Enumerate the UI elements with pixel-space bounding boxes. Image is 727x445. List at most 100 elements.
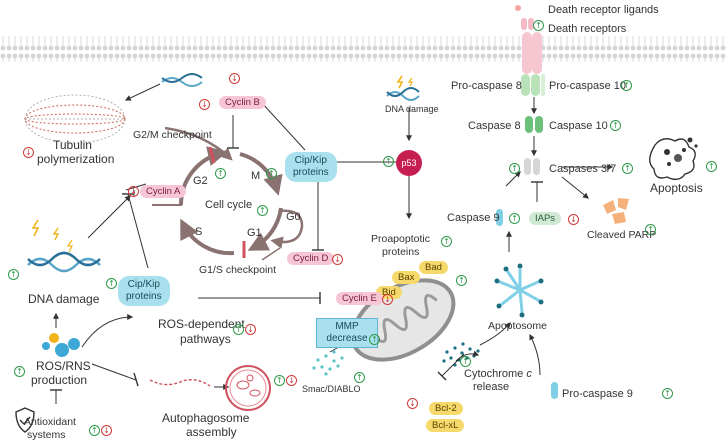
- pro-caspase-9-up-indicator: ↑: [662, 388, 673, 399]
- caspase-10-label: Caspase 10: [549, 120, 608, 132]
- death-receptors-up-indicator: ↑: [533, 20, 544, 31]
- cleaved-parp-up-indicator: ↑: [645, 224, 656, 235]
- ros-pathways-down-indicator: ↓: [245, 324, 256, 335]
- cytochrome-c-label-2: release: [473, 381, 510, 393]
- smac-diablo-dots: [312, 350, 344, 376]
- apoptosis-up-indicator: ↑: [706, 161, 717, 172]
- cell-cycle-label: Cell cycle: [205, 199, 253, 211]
- cleaved-parp-shape: [603, 198, 629, 224]
- ros-up-indicator: ↑: [14, 366, 25, 377]
- iaps-down-indicator: ↓: [568, 214, 579, 225]
- bad-up-indicator: ↑: [456, 275, 467, 286]
- dna-icon-left: [27, 251, 101, 273]
- p53-node: p53: [396, 150, 422, 176]
- bax-pill: Bax: [392, 271, 421, 284]
- pathways-label: pathways: [180, 332, 231, 346]
- smac-up-indicator: ↑: [354, 372, 365, 383]
- autophagosome-label-2: assembly: [186, 425, 237, 439]
- pro-caspase-10-label: Pro-caspase 10: [549, 80, 627, 92]
- ros-rns-label-1: ROS/RNS: [36, 359, 91, 373]
- proapoptotic-label-1: Proapoptotic: [371, 233, 430, 245]
- bad-pill: Bad: [419, 261, 448, 274]
- tubulin-spindle-shape: [24, 94, 126, 144]
- cip-kip-top-line-2: proteins: [293, 167, 329, 178]
- cyclin-a-pill: Cyclin A: [140, 185, 187, 198]
- cyclin-b-down-indicator: ↓: [199, 99, 210, 110]
- caspases-3-7-shape: [524, 158, 531, 175]
- antioxidant-down-indicator: ↓: [101, 425, 112, 436]
- dna-icon-top: [386, 87, 420, 101]
- death-receptors-shape: [515, 5, 545, 96]
- p53-up-indicator: ↑: [383, 156, 394, 167]
- caspase-9-shape: [496, 209, 503, 226]
- dna-damage-left-label: DNA damage: [28, 292, 100, 306]
- g2m-block: [208, 146, 216, 164]
- caspases-3-7-label: Caspases 3/7: [549, 163, 617, 175]
- g2m-up-indicator: ↑: [215, 168, 226, 179]
- cip-kip-bottom-up-indicator: ↑: [106, 278, 117, 289]
- apoptosome-shape: [498, 268, 540, 314]
- ros-molecule-shape: [42, 333, 80, 357]
- cyclin-b-pill: Cyclin B: [219, 96, 266, 109]
- cip-kip-top-up-indicator: ↑: [266, 168, 277, 179]
- apoptosome-label: Apoptosome: [488, 320, 547, 332]
- caspase-9-up-indicator: ↑: [509, 213, 520, 224]
- bclxl-pill: Bcl-xL: [426, 419, 465, 432]
- cytochrome-up-indicator: ↑: [460, 356, 471, 367]
- apoptosis-label: Apoptosis: [650, 181, 703, 195]
- cell-membrane: [0, 36, 727, 62]
- mmp-line-1: MMP: [335, 321, 359, 332]
- pro-caspase-9-label: Pro-caspase 9: [562, 388, 633, 400]
- ros-rns-label-2: production: [31, 373, 88, 387]
- autophagosome-down-indicator: ↓: [286, 375, 297, 386]
- cip-kip-bottom-line-2: proteins: [126, 291, 162, 302]
- g0-label: G0: [286, 211, 301, 223]
- death-receptor-ligands-label: Death receptor ligands: [548, 4, 659, 16]
- cyclin-a-down-indicator: ↓: [128, 186, 139, 197]
- caspase-3-7-up-indicator-right: ↑: [622, 163, 633, 174]
- pro-caspase-8-label: Pro-caspase 8: [451, 80, 522, 92]
- g1-label: G1: [247, 227, 262, 239]
- dna-damage-up-indicator: ↑: [8, 269, 19, 280]
- autophagosome-shape: [225, 365, 271, 411]
- autophagosome-up-indicator: ↑: [274, 375, 285, 386]
- iaps-pill: IAPs: [529, 212, 562, 225]
- dna-damage-top-label: DNA damage: [385, 104, 439, 114]
- g2m-checkpoint-label: G2/M checkpoint: [133, 129, 212, 141]
- caspase-8-label: Caspase 8: [468, 120, 521, 132]
- ros-pathways-up-indicator: ↑: [233, 324, 244, 335]
- cip-kip-top-line-1: Cip/Kip: [294, 155, 327, 166]
- apoptotic-cell-shape: [649, 137, 698, 181]
- tubulin-label-2: polymerization: [37, 152, 115, 166]
- autophagosome-label-1: Autophagosome: [162, 411, 250, 425]
- m-label: M: [251, 170, 261, 182]
- cleaved-parp-label: Cleaved PARP: [587, 229, 657, 241]
- caspase-10-shape: [535, 116, 543, 133]
- cyclin-e-down-indicator: ↓: [382, 294, 393, 305]
- pro-caspase-10-up-indicator: ↑: [621, 80, 632, 91]
- phagophore-chain: [149, 379, 211, 387]
- ros-dependent-label: ROS-dependent: [158, 317, 245, 331]
- bcl2-pill: Bcl-2: [429, 402, 463, 415]
- pro-caspase-9-shape: [551, 382, 558, 399]
- proapoptotic-up-indicator: ↑: [441, 236, 452, 247]
- caspase-8-shape: [525, 116, 533, 133]
- caspase-3-7-up-indicator-left: ↑: [509, 163, 520, 174]
- bcl2-down-indicator: ↓: [407, 398, 418, 409]
- cell-cycle-up-indicator: ↑: [257, 205, 268, 216]
- mmp-up-indicator: ↑: [369, 334, 380, 345]
- tubulin-dna-down-indicator: ↓: [229, 73, 240, 84]
- proapoptotic-label-2: proteins: [382, 246, 420, 258]
- cyclin-d-down-indicator: ↓: [332, 254, 343, 265]
- dna-icon-tubulin: [161, 73, 203, 87]
- g2-label: G2: [193, 175, 208, 187]
- antioxidant-label-2: systems: [27, 429, 66, 441]
- caspase-9-label: Caspase 9: [447, 212, 500, 224]
- cyclin-d-pill: Cyclin D: [287, 252, 335, 265]
- cytochrome-c-label-1: Cytochrome c: [464, 368, 532, 380]
- tubulin-down-indicator: ↓: [23, 147, 34, 158]
